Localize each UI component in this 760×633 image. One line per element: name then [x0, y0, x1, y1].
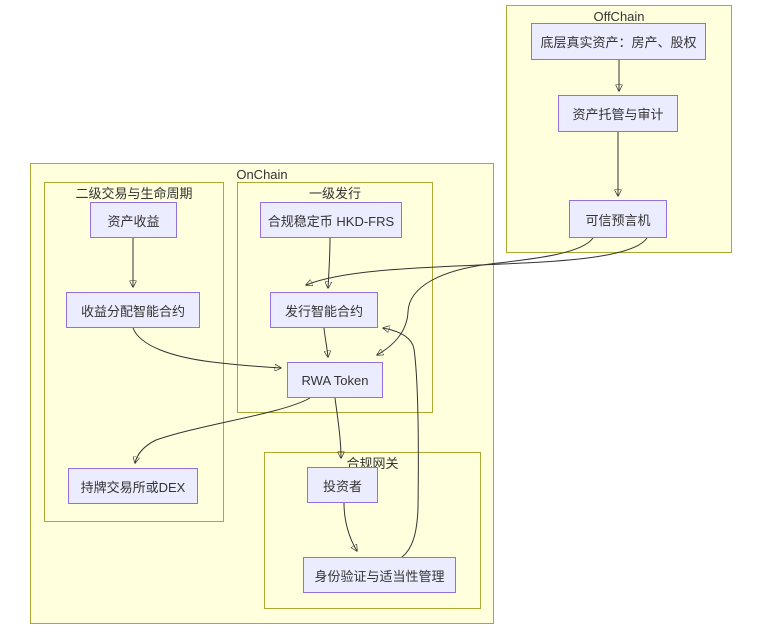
- node-licensed-exchange-dex: 持牌交易所或DEX: [68, 468, 198, 504]
- node-issuance-contract: 发行智能合约: [270, 292, 378, 328]
- cluster-primary-issuance-title: 一级发行: [308, 186, 361, 201]
- cluster-secondary-trading-title: 二级交易与生命周期: [75, 186, 193, 201]
- edge-issuance-token: [323, 327, 328, 357]
- edge-oracle-issuance: [306, 237, 648, 285]
- node-trusted-oracle: 可信预言机: [569, 200, 667, 238]
- edge-distribution-token: [132, 327, 281, 368]
- edge-kyc-issuance: [383, 328, 419, 558]
- cluster-offchain-title: OffChain: [593, 9, 645, 24]
- node-custody-audit: 资产托管与审计: [558, 95, 678, 132]
- node-investor: 投资者: [307, 467, 378, 503]
- edge-stablecoin-issuance: [328, 237, 330, 288]
- node-underlying-asset: 底层真实资产：房产、股权: [531, 23, 706, 60]
- node-kyc-suitability: 身份验证与适当性管理: [303, 557, 456, 593]
- cluster-secondary-trading: 二级交易与生命周期: [44, 182, 224, 522]
- edge-investor-kyc: [343, 502, 357, 551]
- edge-token-exchange: [135, 397, 311, 463]
- node-distribution-contract: 收益分配智能合约: [66, 292, 200, 328]
- node-rwa-token: RWA Token: [287, 362, 383, 398]
- node-compliant-stablecoin: 合规稳定币 HKD-FRS: [260, 202, 402, 238]
- node-asset-income: 资产收益: [90, 202, 177, 238]
- edge-oracle-token: [377, 237, 594, 355]
- edge-token-investor: [334, 397, 341, 458]
- cluster-onchain-title: OnChain: [236, 167, 288, 182]
